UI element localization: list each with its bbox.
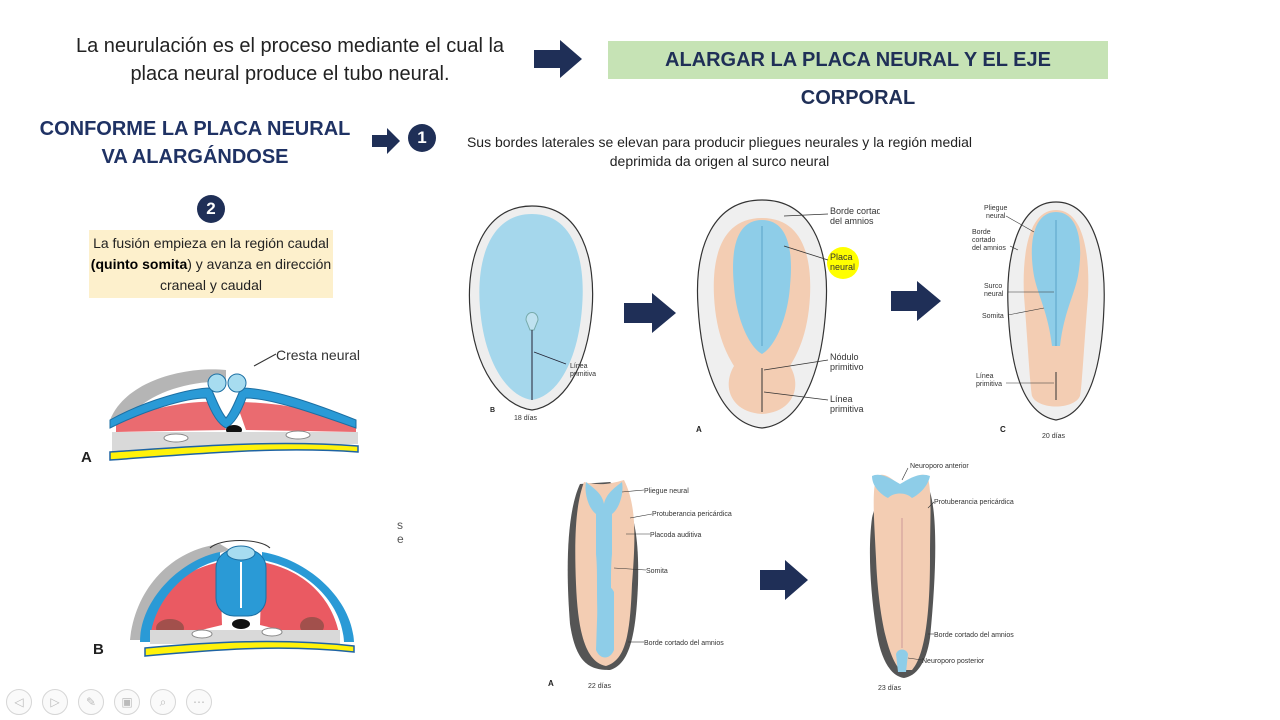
more-icon[interactable]: ⋯ (186, 689, 212, 715)
step-1-line-2: deprimida da origen al surco neural (609, 153, 830, 169)
step-2-text-bold: (quinto somita (90, 256, 188, 272)
embryo-20-days-figure: Pliegue neural Borde cortado del amnios … (960, 196, 1120, 451)
banner-title: ALARGAR LA PLACA NEURAL Y EL EJE CORPORA… (608, 41, 1108, 109)
neural-label: neural (986, 213, 1006, 220)
intro-text: La neurulación es el proceso mediante el… (40, 32, 540, 88)
neural-label-2: neural (984, 291, 1004, 298)
embryo-18-letter: B (490, 407, 495, 414)
step-2-text-post: ) y avanza en dirección craneal y caudal (160, 256, 332, 293)
del-amnios-label: del amnios (972, 245, 1006, 252)
heading-line-2: VA ALARGÁNDOSE (101, 146, 289, 168)
cresta-neural-label: Cresta neural (276, 347, 360, 363)
del-amnios-label: del amnios (830, 216, 874, 226)
primitiva-label: primitiva (830, 404, 864, 414)
protuberancia-label: Protuberancia pericárdica (934, 499, 1014, 506)
cross-section-b-letter: B (93, 641, 104, 658)
step-2-text-pre: La fusión empieza en la región caudal (93, 235, 329, 251)
neuroporo-posterior-label: Neuroporo posterior (922, 658, 985, 665)
pen-icon[interactable]: ✎ (78, 689, 104, 715)
embryo-20-letter: C (1000, 425, 1006, 434)
arrow-right-icon (891, 281, 941, 321)
zoom-icon[interactable]: ⌕ (150, 689, 176, 715)
primitiva-label: primitiva (570, 371, 596, 378)
embryo-22-letter: A (548, 679, 554, 688)
linea-label: Línea (570, 363, 588, 370)
placoda-label: Placoda auditiva (650, 532, 701, 539)
prev-icon[interactable]: ◁ (6, 689, 32, 715)
step-2-badge: 2 (197, 195, 225, 223)
borde-label: Borde (972, 229, 991, 236)
somita-label: Somita (982, 313, 1004, 320)
slides-icon[interactable]: ▣ (114, 689, 140, 715)
primitiva-label: primitiva (976, 381, 1002, 388)
embryo-18-days-figure: Línea primitiva B 18 días (462, 200, 612, 435)
embryo-23-days-figure: Neuroporo anterior Protuberancia pericár… (850, 458, 1040, 703)
pliegue-neural-label: Pliegue neural (644, 488, 689, 495)
embryo-22-days-figure: Pliegue neural Protuberancia pericárdica… (540, 474, 750, 699)
cortado-label: cortado (972, 237, 995, 244)
neuroporo-anterior-label: Neuroporo anterior (910, 463, 969, 470)
embryo-22-days: 22 días (588, 683, 611, 690)
linea-label: Línea (976, 373, 994, 380)
borde-cortado-label: Borde cortado (830, 206, 880, 216)
step-1-badge: 1 (408, 124, 436, 152)
heading-line-1: CONFORME LA PLACA NEURAL (39, 118, 351, 140)
arrow-right-icon (760, 560, 808, 600)
embryo-18-days: 18 días (514, 415, 537, 422)
linea-label: Línea (830, 394, 853, 404)
cross-section-a-figure: Cresta neural A (76, 340, 376, 475)
section-heading: CONFORME LA PLACA NEURAL VA ALARGÁNDOSE (30, 115, 360, 171)
step-2-note: La fusión empieza en la región caudal (q… (89, 230, 333, 298)
stray-text: s e (397, 518, 404, 546)
pliegue-label: Pliegue (984, 205, 1007, 212)
embryo-23-days: 23 días (878, 685, 901, 692)
placa-label: Placa (830, 252, 853, 262)
surco-label: Surco (984, 283, 1002, 290)
embryo-20-days: 20 días (1042, 433, 1065, 440)
embryo-19-days-figure: Borde cortado del amnios Placa neural Nó… (690, 196, 887, 441)
intro-line-1: La neurulación es el proceso mediante el… (75, 35, 505, 57)
step-1-description: Sus bordes laterales se elevan para prod… (452, 133, 987, 171)
borde-label: Borde cortado del amnios (644, 640, 724, 647)
presentation-toolbar: ◁ ▷ ✎ ▣ ⌕ ⋯ (6, 689, 212, 715)
arrow-right-icon (372, 128, 400, 154)
embryo-19-letter: A (696, 425, 702, 434)
step-1-line-1: Sus bordes laterales se elevan para prod… (466, 134, 973, 150)
cross-section-b-figure: B (90, 530, 370, 665)
borde-label: Borde cortado del amnios (934, 632, 1014, 639)
nodulo-label: Nódulo (830, 352, 859, 362)
somita-label: Somita (646, 568, 668, 575)
primitivo-label: primitivo (830, 362, 864, 372)
arrow-right-icon (534, 40, 582, 78)
cross-section-a-letter: A (81, 449, 92, 466)
neural-label: neural (830, 262, 855, 272)
protuberancia-label: Protuberancia pericárdica (652, 511, 732, 518)
next-icon[interactable]: ▷ (42, 689, 68, 715)
arrow-right-icon (624, 293, 676, 333)
intro-line-2: placa neural produce el tubo neural. (130, 63, 450, 85)
